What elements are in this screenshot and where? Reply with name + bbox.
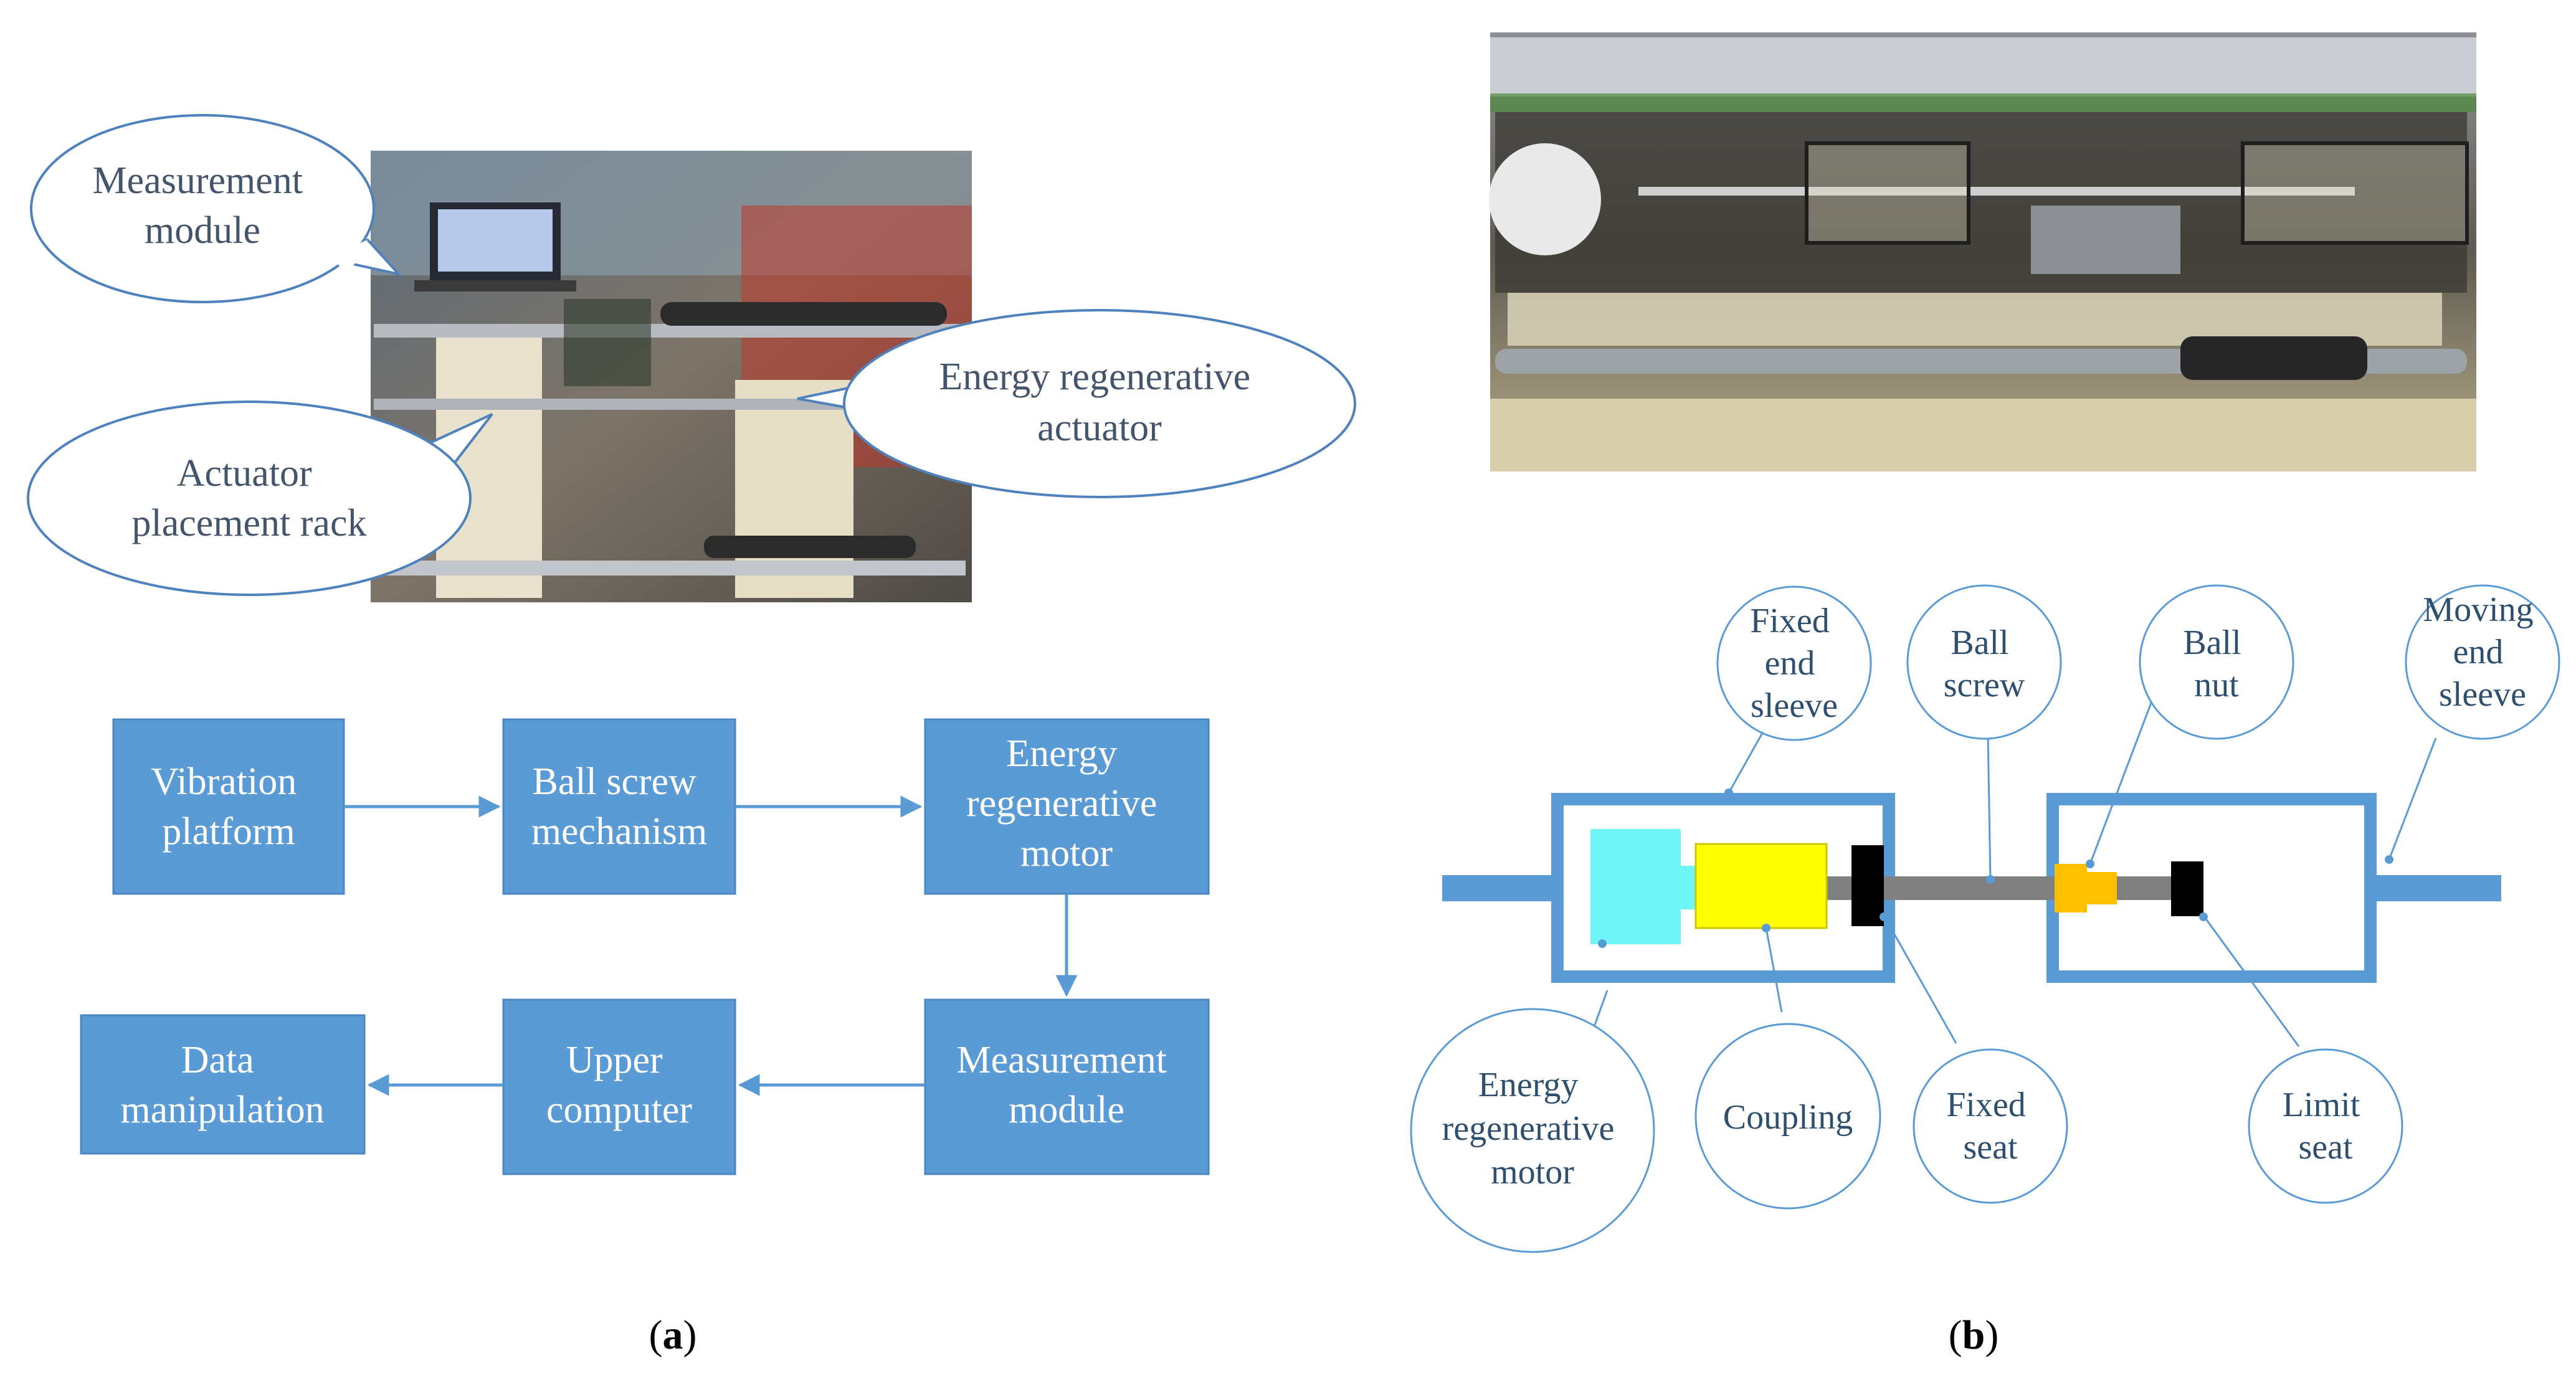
callout-coupling: Coupling [1694, 1023, 1881, 1210]
callout-text-line: Limit [2283, 1086, 2360, 1124]
callout-text-line: end [1765, 644, 1815, 683]
callout-text-line: motor [1491, 1153, 1574, 1192]
limit-seat-block [2171, 861, 2203, 916]
flow-box-data-manipulation: Data manipulation [80, 1014, 366, 1155]
callout-text-line: screw [1944, 666, 2025, 704]
moving-end-sleeve-frame [2046, 793, 2377, 983]
box-text-line: mechanism [531, 810, 707, 853]
svg-text:Moving end sle: Moving end sleeve [2423, 590, 2542, 714]
callout-ball-nut: Ball nut [2139, 584, 2294, 740]
panel-a: Measurement module Energy regenerative a… [27, 114, 1356, 1358]
svg-text:Vibration platform: Vibration platform [151, 761, 306, 853]
callout-text-line: seat [2298, 1128, 2353, 1167]
svg-text:Coupling: Coupling [1723, 1098, 1853, 1137]
fixed-seat-block [1851, 845, 1884, 926]
leader-dots [1598, 789, 2393, 948]
box-text-line: module [1009, 1089, 1124, 1131]
callout-text-line: Fixed [1750, 602, 1830, 640]
callout-text-line: Fixed [1946, 1086, 2026, 1124]
left-end-rod [1442, 875, 1557, 901]
svg-text:Fixed seat: Fixed seat [1946, 1086, 2035, 1167]
callout-text-line: regenerative [1442, 1109, 1615, 1148]
callout-text-line: end [2453, 633, 2504, 671]
callout-moving-end-sleeve: Moving end sleeve [2405, 584, 2560, 740]
box-text-line: regenerative [966, 782, 1157, 825]
panel-label-a: (a) [649, 1312, 697, 1358]
svg-text:Upper computer: Upper computer [546, 1039, 692, 1131]
panel-label-b: (b) [1949, 1312, 1999, 1358]
box-text-line: Data [181, 1039, 254, 1081]
callout-text-line: seat [1963, 1128, 2018, 1167]
callout-text-line: Ball [2183, 623, 2241, 662]
svg-text:Data manipulation: Data manipulation [120, 1039, 324, 1131]
svg-text:Ball screw mechanism: Ball screw mechanism [531, 761, 707, 853]
callout-energy-regenerative-motor: Energy regenerative motor [1410, 1008, 1655, 1253]
panel-b: Fixed end sleeve Ball screw Ball nut Mov… [1410, 32, 2560, 1358]
callout-text-line: Energy regenerative [939, 356, 1250, 398]
svg-text:Fixed end slee: Fixed end sleeve [1750, 602, 1838, 725]
flow-box-measurement-module: Measurement module [924, 998, 1210, 1175]
box-text-line: manipulation [120, 1089, 324, 1131]
actuator-photo [1489, 32, 2476, 472]
svg-text:Energy regenerative: Energy regenerative motor [966, 732, 1167, 874]
box-text-line: Measurement [957, 1039, 1167, 1081]
callout-fixed-seat: Fixed seat [1913, 1048, 2068, 1204]
svg-text:Actuator placement rac: Actuator placement rack [132, 452, 367, 544]
callout-text-line: actuator [1037, 407, 1162, 449]
svg-text:Energy regenerative: Energy regenerative motor [1442, 1066, 1623, 1192]
box-text-line: Energy [1006, 732, 1117, 775]
test-bench-photo [371, 151, 972, 602]
flow-box-upper-computer: Upper computer [502, 998, 736, 1175]
flow-box-ball-screw-mechanism: Ball screw mechanism [502, 718, 736, 895]
box-text-line: platform [162, 810, 295, 853]
callout-text-line: sleeve [2439, 675, 2526, 714]
callout-text-line: placement rack [132, 502, 367, 544]
box-text-line: motor [1020, 832, 1113, 874]
callout-text-line: Actuator [177, 452, 312, 495]
svg-text:Ball nut: Ball nut [2183, 623, 2250, 704]
right-end-rod [2370, 875, 2501, 901]
callout-limit-seat: Limit seat [2248, 1048, 2403, 1204]
box-text-line: Upper [566, 1039, 663, 1081]
ball-nut-collar [2087, 872, 2117, 904]
callout-measurement-module: Measurement module [30, 114, 402, 303]
callout-text-line: Moving [2423, 590, 2533, 629]
callout-text-line: Ball [1951, 623, 2008, 662]
ball-nut-block [2055, 864, 2087, 912]
callout-text-line: Measurement [93, 159, 303, 202]
svg-text:Limit seat: Limit seat [2283, 1086, 2369, 1167]
flow-box-vibration-platform: Vibration platform [112, 718, 345, 895]
box-text-line: computer [546, 1089, 692, 1131]
svg-text:Measurement module: Measurement module [93, 159, 313, 252]
callout-text-line: sleeve [1751, 686, 1838, 725]
coupling-block [1694, 843, 1828, 929]
callout-text-line: module [145, 209, 260, 252]
box-text-line: Ball screw [533, 761, 697, 803]
svg-text:Energy regenerative ac: Energy regenerative actuator [939, 356, 1260, 449]
callout-ball-screw: Ball screw [1906, 584, 2062, 740]
flow-arrows [344, 795, 1078, 1096]
box-text-line: Vibration [151, 761, 297, 803]
flow-box-energy-regenerative-motor: Energy regenerative motor [924, 718, 1210, 895]
svg-text:Measurement module: Measurement module [957, 1039, 1177, 1131]
callout-text-line: Energy [1478, 1066, 1579, 1104]
callout-text-line: nut [2194, 666, 2239, 704]
energy-regenerative-motor-block [1590, 829, 1681, 944]
callout-fixed-end-sleeve: Fixed end sleeve [1716, 585, 1872, 741]
callout-actuator-placement-rack: Actuator placement rack [27, 400, 493, 596]
callout-energy-regenerative-actuator: Energy regenerative actuator [797, 309, 1356, 498]
svg-text:Ball screw: Ball screw [1944, 623, 2025, 704]
callout-text-line: Coupling [1723, 1098, 1853, 1137]
